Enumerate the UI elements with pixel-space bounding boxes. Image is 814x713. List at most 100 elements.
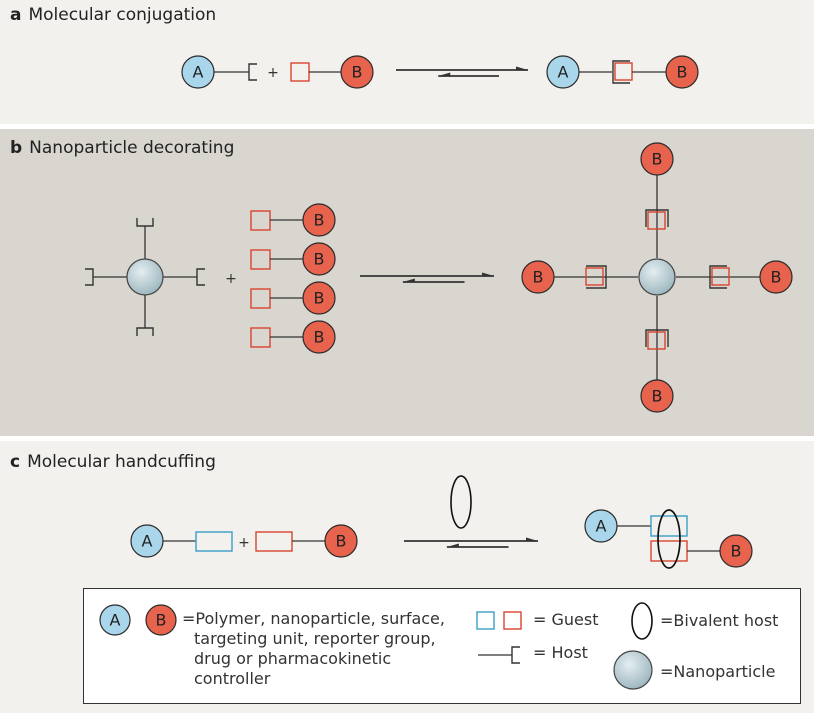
guest-rect-red	[255, 531, 293, 552]
host-bracket-shape	[196, 268, 205, 286]
component-b-right-label: B	[771, 268, 782, 287]
component-b1: B	[302, 203, 336, 237]
legend-component-b-label: B	[156, 611, 167, 630]
component-b1-label: B	[314, 211, 325, 230]
host-right	[196, 268, 205, 286]
component-b-right-label: B	[677, 63, 688, 82]
panel-c-letter: c	[10, 452, 21, 472]
complex-host	[645, 209, 669, 227]
component-b3-label: B	[314, 289, 325, 308]
component-a-left-label: A	[142, 532, 153, 551]
complex-a	[612, 60, 633, 84]
component-b-bottom-circle	[640, 379, 674, 413]
host-bracket-shape	[511, 646, 520, 664]
complex-left	[585, 265, 607, 289]
component-b-right-circle	[665, 55, 699, 89]
component-a-left: A	[130, 524, 164, 558]
component-b4-circle	[302, 320, 336, 354]
component-b2-circle	[302, 242, 336, 276]
legend-bivalent-host-label: =Bivalent host	[660, 611, 779, 630]
component-a-right-label: A	[558, 63, 569, 82]
component-a-right-label: A	[596, 517, 607, 536]
component-b2: B	[302, 242, 336, 276]
forward-arrowhead	[526, 537, 538, 542]
host-bracket-shape	[85, 268, 94, 286]
legend-guest-label: = Guest	[533, 610, 599, 629]
component-a-right: A	[584, 509, 618, 543]
component-b-top-circle	[640, 142, 674, 176]
nanoparticle-decorated	[638, 258, 676, 296]
host-left	[85, 268, 94, 286]
legend-component-a-label: A	[110, 611, 121, 630]
legend-bivalent-host	[631, 602, 653, 640]
component-b-left-label: B	[352, 63, 363, 82]
legend-guest-blue	[476, 611, 495, 630]
panel-c-artwork: A + B A B	[130, 475, 753, 569]
component-b-top-label: B	[652, 150, 663, 169]
guest-square-b2	[250, 249, 271, 270]
plus-sign: +	[225, 271, 237, 287]
component-b-left-label: B	[533, 268, 544, 287]
component-b4: B	[302, 320, 336, 354]
host-bracket-a	[248, 63, 257, 81]
host-bracket-shape	[136, 218, 154, 227]
component-b-right-circle	[719, 534, 753, 568]
legend-component-b: B	[145, 604, 177, 636]
plus-sign: +	[267, 65, 279, 81]
reverse-arrowhead	[438, 72, 451, 77]
component-b-bottom: B	[640, 379, 674, 413]
legend-host-bracket	[511, 646, 520, 664]
panel-a-letter: a	[10, 5, 22, 25]
equilibrium-arrows	[360, 272, 494, 283]
legend-description: =Polymer, nanoparticle, surface, targeti…	[182, 609, 445, 689]
host-bottom	[136, 327, 154, 336]
legend-desc-line-2: targeting unit, reporter group,	[194, 629, 436, 648]
complex-guest-blue	[650, 515, 688, 537]
component-a-left: A	[181, 55, 215, 89]
component-b2-label: B	[314, 250, 325, 269]
guest-square-b3	[250, 288, 271, 309]
component-b-left-label: B	[336, 532, 347, 551]
guest-square-b1	[250, 210, 271, 231]
forward-arrowhead	[516, 66, 528, 71]
panel-b-title-text: Nanoparticle decorating	[29, 138, 235, 158]
complex-guest-red	[650, 540, 688, 562]
complex-top	[645, 209, 669, 230]
legend-guest-red	[503, 611, 522, 630]
reverse-arrowhead	[402, 278, 415, 283]
panel-c-title: c Molecular handcuffing	[10, 452, 216, 472]
panel-b-letter: b	[10, 138, 23, 158]
legend-box: =Polymer, nanoparticle, surface, targeti…	[83, 588, 801, 704]
bivalent-host-ring	[450, 475, 472, 529]
component-a-right-circle	[584, 509, 618, 543]
complex-host	[612, 60, 630, 84]
complex-guest	[614, 62, 633, 81]
guest-square-b4	[250, 327, 271, 348]
component-b-right-circle	[759, 260, 793, 294]
legend-desc-line-1: =Polymer, nanoparticle, surface,	[182, 609, 445, 628]
complex-guest	[647, 331, 666, 350]
panel-c-title-text: Molecular handcuffing	[27, 452, 216, 472]
legend-host-label: = Host	[533, 643, 588, 662]
component-a-left-circle	[181, 55, 215, 89]
forward-arrowhead	[482, 272, 494, 277]
panel-b-artwork: + B B B B B B B B	[85, 142, 793, 413]
host-bracket-shape	[248, 63, 257, 81]
component-b-bottom-label: B	[652, 387, 663, 406]
legend-desc-line-4: controller	[194, 669, 271, 688]
component-b-left-circle	[521, 260, 555, 294]
complex-right	[709, 265, 730, 289]
component-b-top: B	[640, 142, 674, 176]
guest-rect-blue	[195, 531, 233, 552]
complex-host	[586, 265, 607, 289]
component-b3: B	[302, 281, 336, 315]
component-b4-label: B	[314, 328, 325, 347]
plus-sign: +	[238, 535, 250, 551]
component-b-left-circle	[340, 55, 374, 89]
component-b-right: B	[719, 534, 753, 568]
legend-desc-line-3: drug or pharmacokinetic	[194, 649, 392, 668]
guest-square-a	[290, 62, 310, 82]
legend-nanoparticle	[613, 650, 653, 690]
